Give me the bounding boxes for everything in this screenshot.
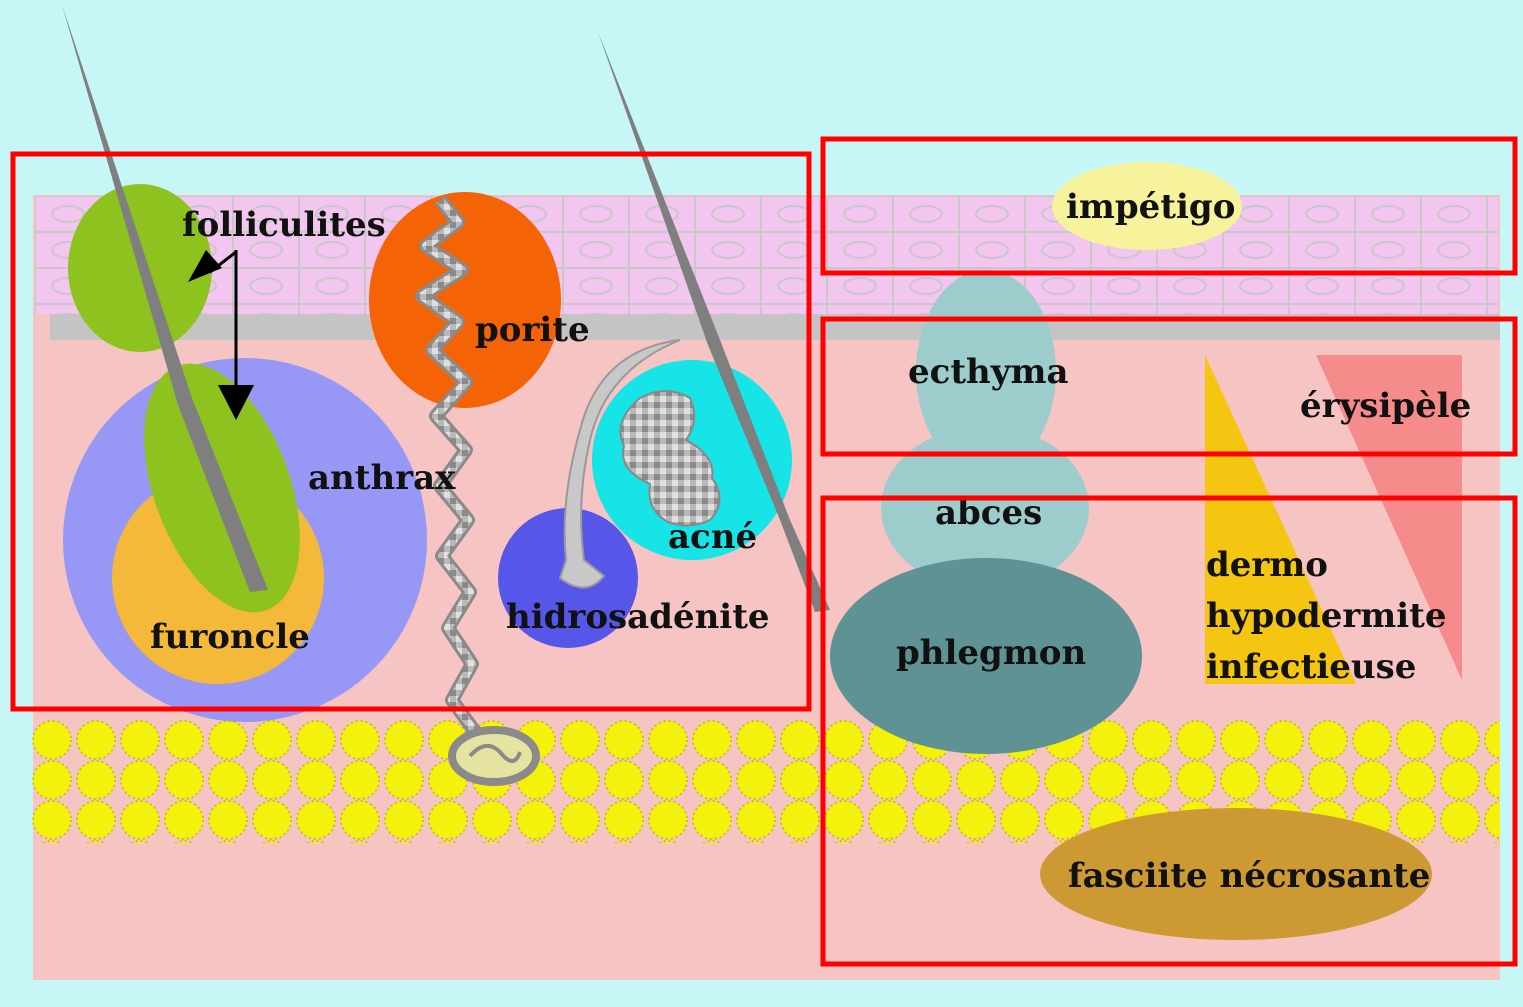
furoncle-label: furoncle [150, 617, 310, 657]
impetigo-label: impétigo [1066, 187, 1235, 227]
dermo-label-line3: infectieuse [1206, 647, 1416, 687]
sweat-gland-icon [452, 730, 536, 782]
hidrosadenite-label: hidrosadénite [506, 597, 770, 637]
fasciite-label: fasciite nécrosante [1068, 856, 1430, 896]
porite-label: porite [475, 310, 590, 350]
dermo-label-line1: dermo [1206, 545, 1328, 585]
phlegmon-label: phlegmon [896, 633, 1086, 673]
ecthyma-label: ecthyma [908, 352, 1069, 392]
dermo-label-line2: hypodermite [1206, 596, 1446, 636]
erysipele-label: érysipèle [1300, 386, 1471, 426]
acne-label: acné [668, 517, 757, 557]
anthrax-label: anthrax [308, 458, 456, 498]
folliculites-label: folliculites [182, 205, 386, 245]
